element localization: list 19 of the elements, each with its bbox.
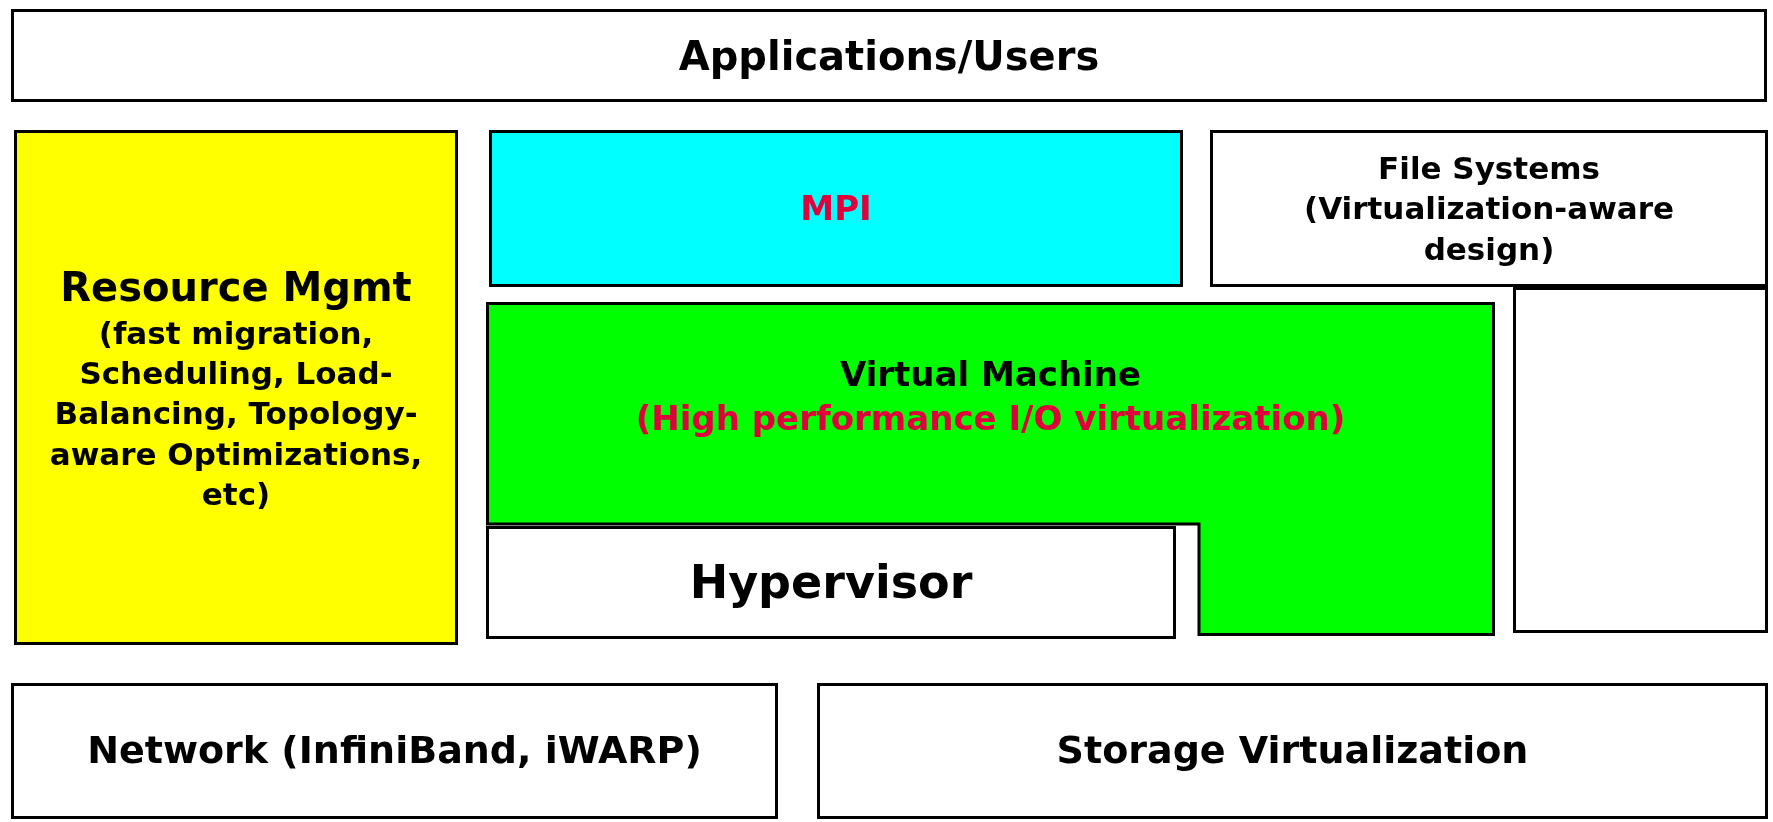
layer-box: [14, 130, 458, 645]
layer-title: Storage Virtualization: [1055, 727, 1530, 775]
layer-description: (High performance I/O virtualization): [634, 397, 1347, 441]
layer-title: Virtual Machine: [838, 353, 1143, 396]
layer-title: Applications/Users: [677, 31, 1101, 81]
layer-box: [11, 9, 1767, 102]
layer-title: MPI: [799, 187, 873, 231]
layer-title: Hypervisor: [688, 553, 974, 611]
layer-title: Network (InfiniBand, iWARP): [86, 727, 703, 775]
layer-description: (fast migration, Scheduling, Load-Balancing, Topology-aware Optimizations, etc): [48, 313, 424, 514]
layer-box: [486, 302, 1495, 636]
layer-box: [11, 683, 778, 819]
layer-title: File Systems (Virtualization-aware design): [1303, 149, 1675, 269]
layer-box: [489, 130, 1183, 287]
layer-box: [486, 526, 1176, 639]
layer-title: Resource Mgmt: [59, 262, 413, 312]
layer-box: [1210, 130, 1768, 287]
empty-box: [1513, 287, 1768, 633]
layer-box: [817, 683, 1768, 819]
